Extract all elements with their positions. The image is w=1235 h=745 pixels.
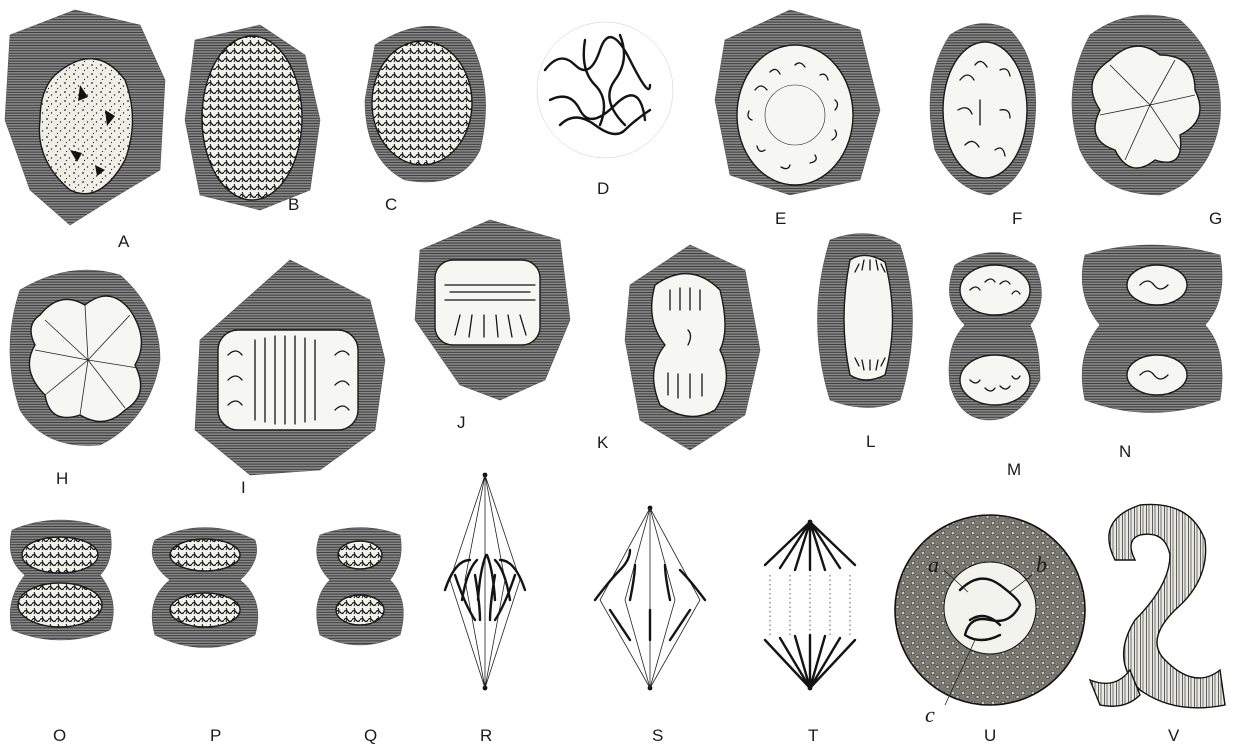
panel-label-v: V (1168, 726, 1180, 745)
cell-c (365, 26, 486, 182)
panel-label-r: R (480, 726, 492, 745)
panel-label-g: G (1209, 209, 1222, 228)
spindle-r (445, 473, 525, 691)
cell-k (625, 245, 760, 450)
panel-label-e: E (775, 209, 786, 228)
panel-label-n: N (1119, 442, 1131, 461)
cell-p (152, 528, 258, 648)
panel-label-b: B (288, 195, 299, 214)
cell-m (949, 253, 1041, 421)
cell-d (537, 22, 673, 158)
panel-label-u: U (984, 726, 996, 745)
cell-g (1072, 15, 1221, 195)
panel-label-c: C (385, 195, 397, 214)
chromosome-v (1090, 504, 1225, 707)
cell-e (715, 10, 880, 195)
panel-label-i: I (241, 478, 246, 497)
cell-j (415, 220, 570, 400)
panel-label-k: K (597, 433, 609, 452)
detail-label-a: a (928, 552, 939, 577)
panel-label-m: M (1007, 460, 1021, 479)
detail-label-c: c (925, 702, 935, 727)
panel-label-f: F (1012, 209, 1022, 228)
panel-label-a: A (118, 232, 130, 251)
panel-label-j: J (457, 413, 466, 432)
panel-label-p: P (210, 726, 221, 745)
cell-a (5, 10, 165, 225)
cell-h (10, 270, 160, 446)
panel-label-h: H (56, 469, 68, 488)
spindle-s (595, 506, 705, 691)
cell-f (930, 24, 1036, 195)
cell-q (317, 528, 404, 646)
cell-u (895, 515, 1085, 705)
panel-label-t: T (808, 726, 818, 745)
panel-label-l: L (866, 432, 875, 451)
panel-label-o: O (53, 726, 66, 745)
panel-label-d: D (597, 179, 609, 198)
panel-label-q: Q (364, 726, 377, 745)
detail-label-b: b (1036, 552, 1047, 577)
cell-o (10, 520, 113, 640)
cell-n (1082, 245, 1222, 413)
cell-l (818, 234, 913, 408)
panel-label-s: S (652, 726, 663, 745)
spindle-t (765, 520, 855, 691)
cell-i (195, 260, 385, 475)
cell-b (185, 25, 320, 210)
